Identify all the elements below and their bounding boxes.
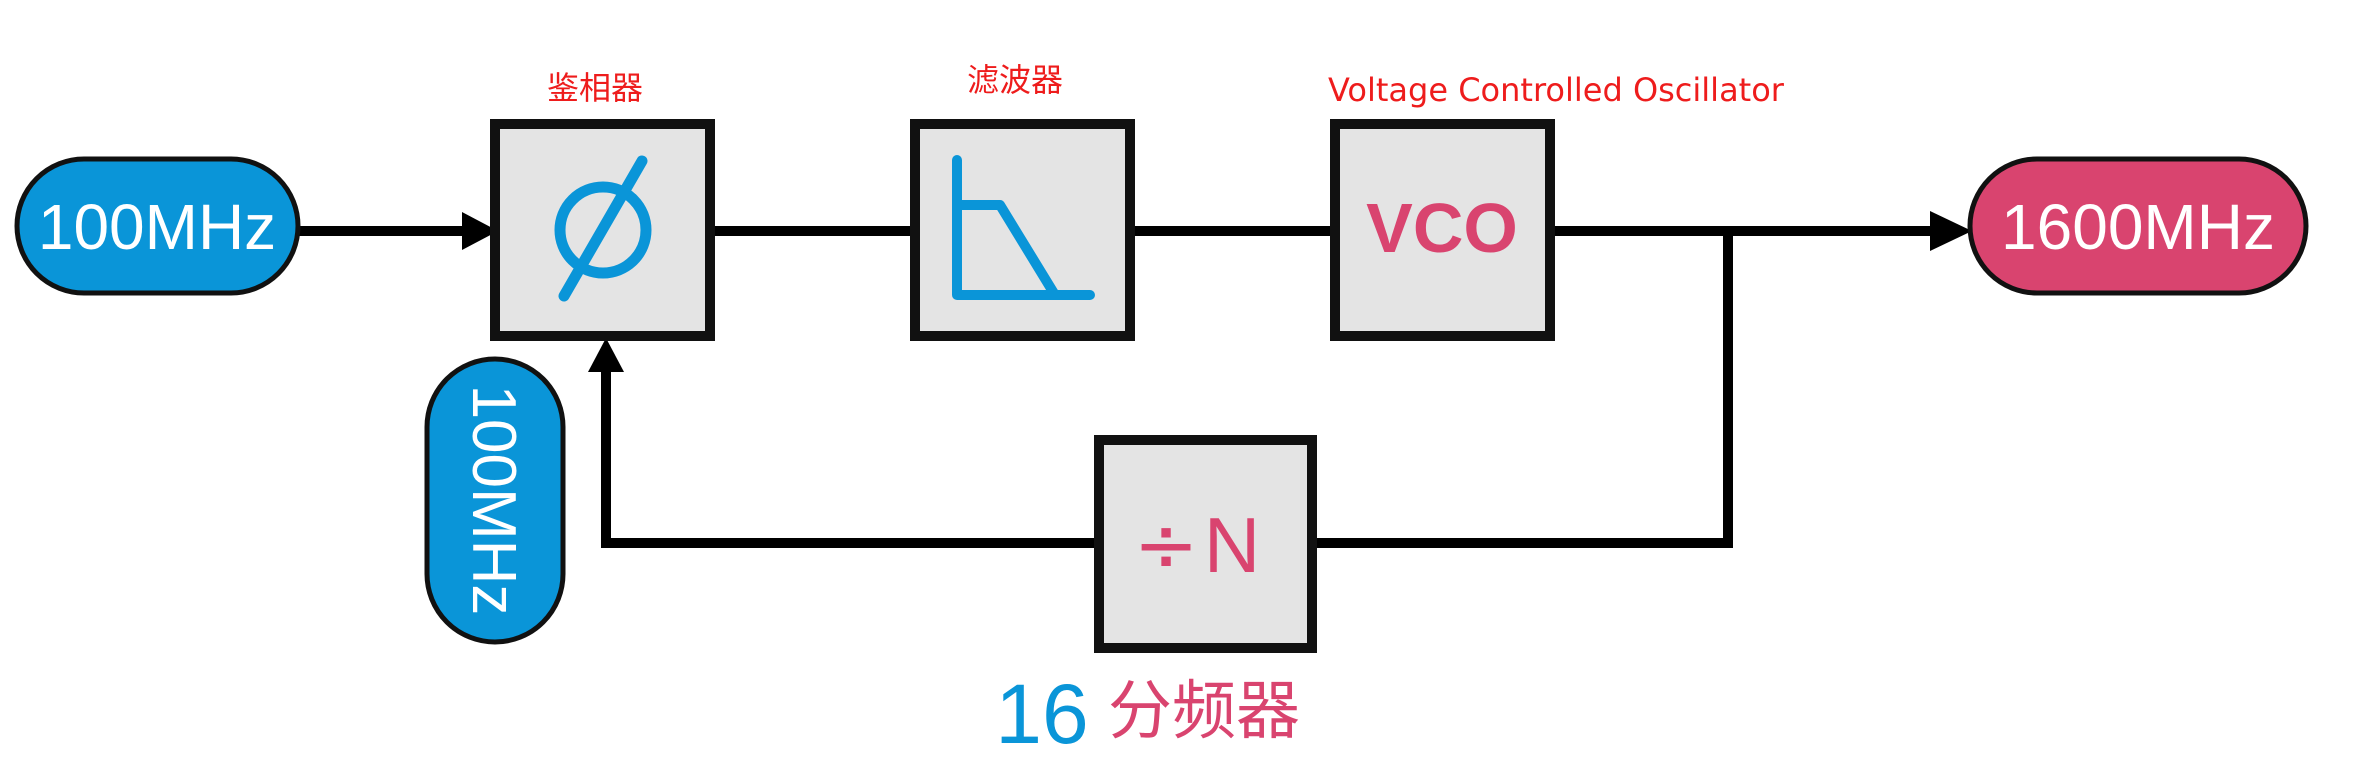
- divider-ratio: 16: [995, 667, 1088, 761]
- feedback-wire: [1314, 231, 1733, 548]
- divide-symbol-icon: ÷: [1133, 501, 1198, 591]
- phase-detector-block: [490, 119, 715, 341]
- feedback-return-wire: [601, 372, 1099, 548]
- input-frequency-label: 100MHz: [38, 191, 276, 263]
- vco-label: VCO: [1366, 189, 1518, 267]
- divider-n-label: N: [1204, 501, 1260, 589]
- lowpass-filter-curve-icon: [952, 155, 1095, 300]
- input-signal-pill: 100MHz: [14, 156, 301, 296]
- output-signal-pill: 1600MHz: [1967, 156, 2309, 296]
- phase-symbol-icon: [554, 155, 652, 302]
- vco-caption: Voltage Controlled Oscillator: [1328, 71, 1785, 109]
- loop-filter-block: [910, 119, 1135, 341]
- phase-detector-caption: 鉴相器: [547, 69, 643, 107]
- feedback-signal-pill: 100MHz: [424, 356, 566, 645]
- arrow-into-phase-detector: [462, 212, 498, 250]
- arrow-into-phase-detector-feedback: [588, 338, 624, 372]
- output-frequency-label: 1600MHz: [2001, 191, 2275, 263]
- feedback-frequency-label: 100MHz: [459, 385, 528, 616]
- vco-block: VCO: [1330, 119, 1555, 341]
- signal-wires: [298, 211, 1972, 548]
- loop-filter-caption: 滤波器: [967, 61, 1063, 99]
- arrow-into-output: [1930, 211, 1972, 251]
- divider-caption: 分频器: [1108, 675, 1300, 749]
- divider-block: ÷ N: [1094, 435, 1317, 653]
